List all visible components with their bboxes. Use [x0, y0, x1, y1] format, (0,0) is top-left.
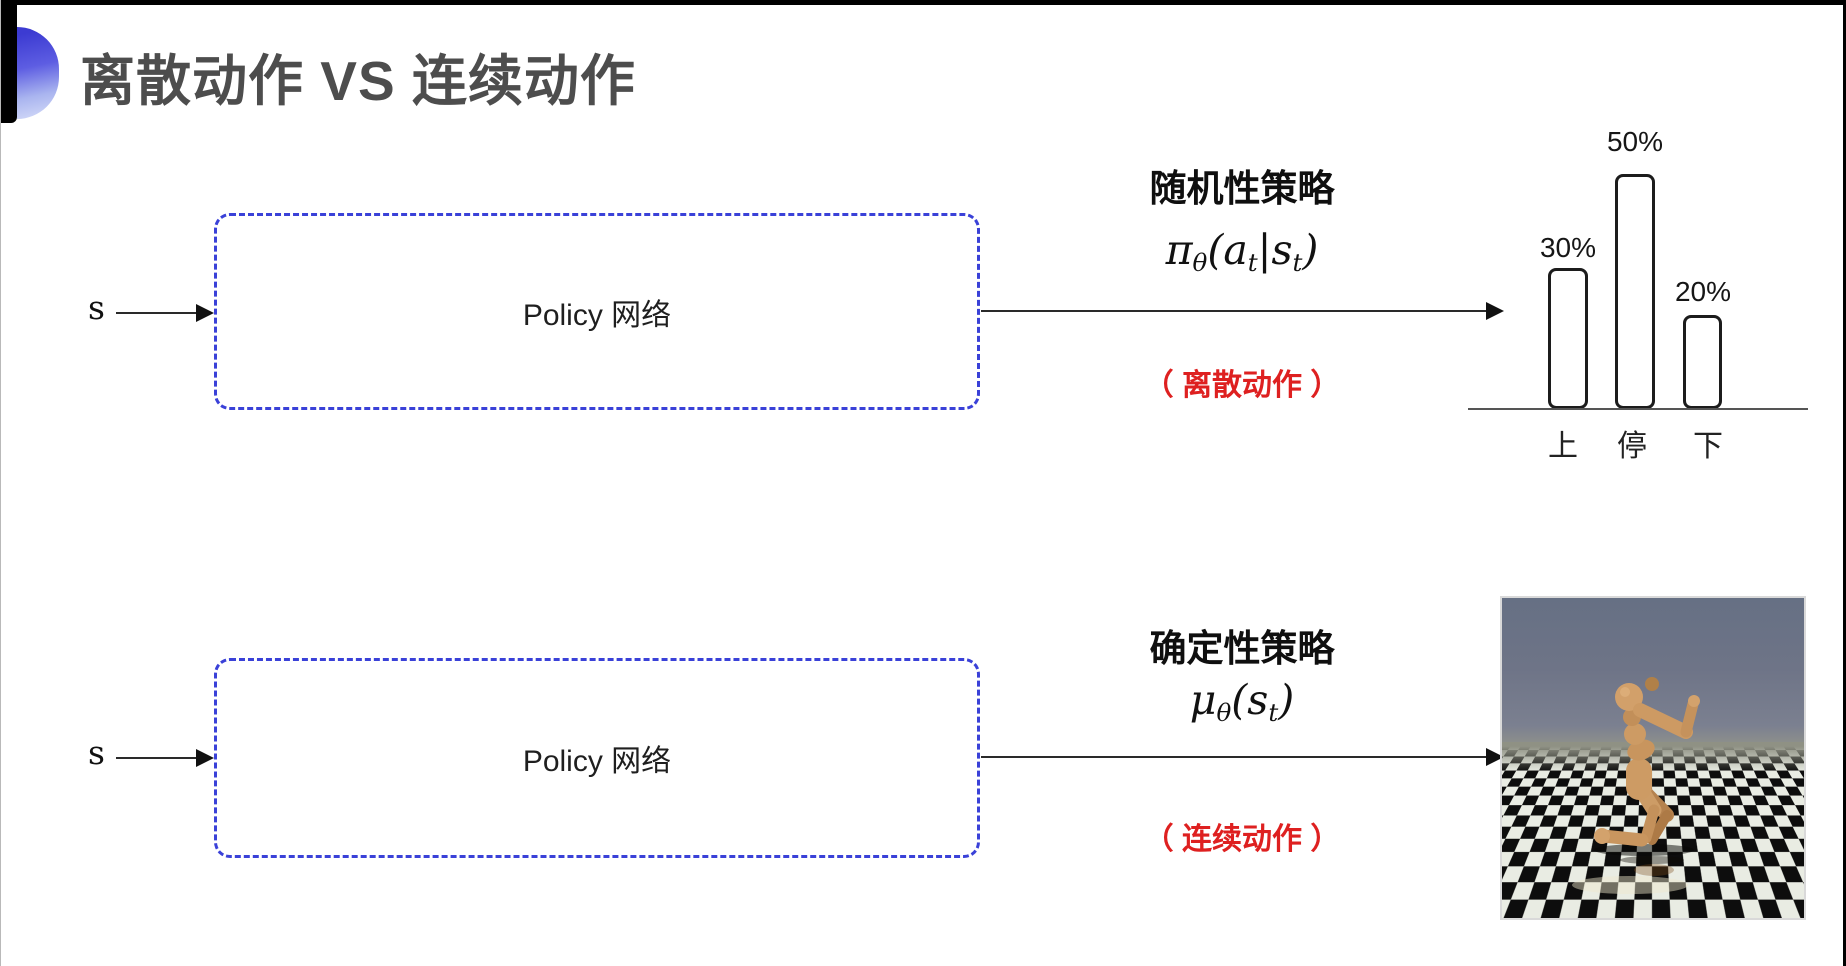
- continuous-action-note: （ 连续动作 ）: [1143, 823, 1341, 856]
- formula-subscript: θ: [1192, 247, 1208, 277]
- bar-value-label: 20%: [1674, 276, 1732, 307]
- arrowhead-icon: [1486, 748, 1504, 766]
- deterministic-policy-label: 确定性策略: [1149, 628, 1335, 669]
- formula-symbol: |s: [1257, 226, 1293, 274]
- arrowhead-icon: [1486, 302, 1504, 320]
- formula-subscript: t: [1247, 247, 1258, 277]
- page-title: 离散动作 VS 连续动作: [80, 50, 636, 112]
- arrow-box-to-output-bottom: [981, 748, 1504, 766]
- policy-box-label: Policy 网络: [522, 298, 672, 332]
- arrowhead-icon: [196, 749, 214, 767]
- stochastic-policy-label: 随机性策略: [1149, 168, 1335, 209]
- chart-baseline: [1468, 408, 1808, 410]
- formula-symbol: ): [1302, 226, 1319, 274]
- frame-left-edge: [0, 0, 1, 966]
- bar-category-label: 上: [1548, 430, 1578, 463]
- formula-symbol: (a: [1207, 226, 1248, 274]
- formula-subscript: t: [1268, 697, 1279, 727]
- probability-bar: [1683, 315, 1722, 409]
- bar-category-label: 停: [1617, 430, 1647, 463]
- policy-network-box-top: Policy 网络: [214, 213, 980, 410]
- arrow-state-to-box-bottom: [116, 749, 214, 767]
- formula-symbol: (s: [1231, 676, 1269, 724]
- deterministic-policy-formula: μθ(st): [1082, 676, 1402, 727]
- formula-subscript: t: [1292, 247, 1303, 277]
- frame-right-edge: [1843, 0, 1846, 966]
- arrowhead-icon: [196, 304, 214, 322]
- probability-bar: [1548, 268, 1588, 409]
- arrow-state-to-box-top: [116, 304, 214, 322]
- frame-top-edge: [0, 0, 1846, 5]
- policy-network-box-bottom: Policy 网络: [214, 658, 980, 858]
- accent-bullet-shape: [17, 27, 59, 119]
- bar-category-label: 下: [1693, 430, 1723, 463]
- frame-top-left-corner: [0, 0, 17, 123]
- formula-symbol: μ: [1189, 676, 1217, 724]
- formula-symbol: ): [1278, 676, 1295, 724]
- formula-symbol: π: [1165, 226, 1193, 274]
- arrow-box-to-output-top: [981, 302, 1504, 320]
- policy-box-label: Policy 网络: [522, 745, 672, 778]
- probability-bar: [1615, 174, 1655, 409]
- stochastic-policy-formula: πθ(at|st): [1082, 226, 1402, 277]
- humanoid-simulation-image: [1500, 596, 1806, 920]
- discrete-action-note: （ 离散动作 ）: [1143, 369, 1341, 402]
- humanoid-figure: [1572, 677, 1700, 894]
- bar-value-label: 50%: [1606, 126, 1664, 157]
- bar-value-label: 30%: [1539, 232, 1597, 263]
- state-input-label-bottom: s: [88, 733, 105, 772]
- state-input-label-top: s: [88, 288, 105, 327]
- formula-subscript: θ: [1216, 697, 1232, 727]
